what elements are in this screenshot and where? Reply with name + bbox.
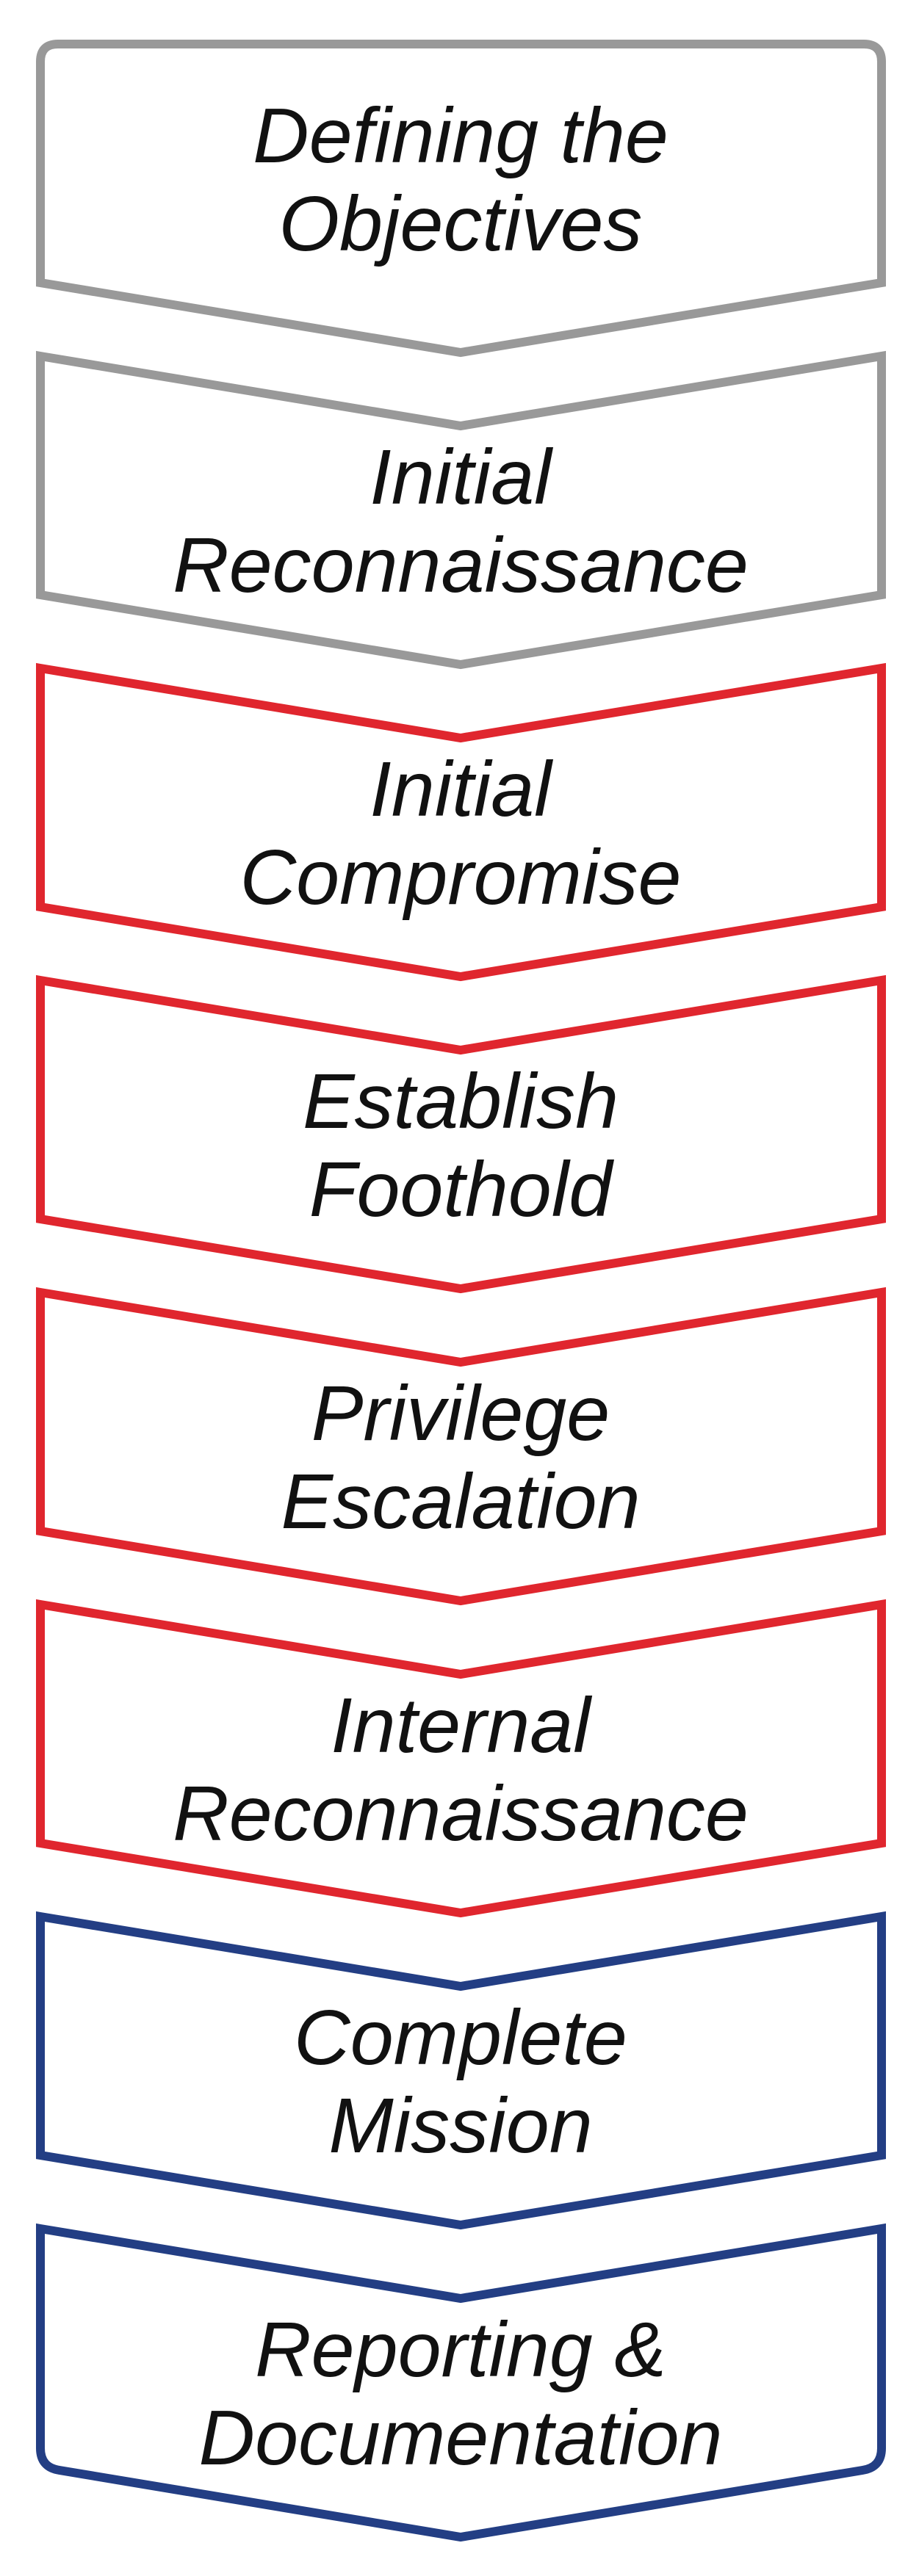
stage-label-line: Establish — [303, 1058, 619, 1145]
chevron-outline — [36, 974, 886, 1294]
chevron-outline — [36, 2223, 886, 2542]
stage-label-line: Reporting & — [255, 2307, 666, 2393]
chevron-outline — [36, 1911, 886, 2230]
stage-label-line: Privilege — [311, 1370, 610, 1457]
stage-label-line: Internal — [331, 1682, 592, 1769]
stage-chevron: Reporting &Documentation — [36, 2223, 886, 2542]
stage-label-line: Compromise — [240, 834, 682, 921]
chevron-outline — [36, 40, 886, 358]
stage-label-line: Objectives — [279, 181, 643, 267]
stage-label-line: Initial — [370, 434, 553, 521]
stage-label-line: Escalation — [281, 1458, 640, 1545]
chevron-outline — [36, 662, 886, 982]
chevron-outline — [36, 350, 886, 670]
stage-label-line: Initial — [370, 746, 553, 833]
stage-label-line: Reconnaissance — [173, 1770, 749, 1857]
stage-label-line: Defining the — [253, 93, 668, 179]
chevron-outline — [36, 1599, 886, 1918]
stage-label-line: Foothold — [309, 1146, 615, 1233]
stage-label-line: Mission — [328, 2083, 592, 2169]
chevron-outline — [36, 1287, 886, 1606]
stage-label-line: Complete — [294, 1994, 627, 2081]
stage-label-line: Documentation — [199, 2395, 723, 2481]
stage-label-line: Reconnaissance — [173, 522, 749, 609]
